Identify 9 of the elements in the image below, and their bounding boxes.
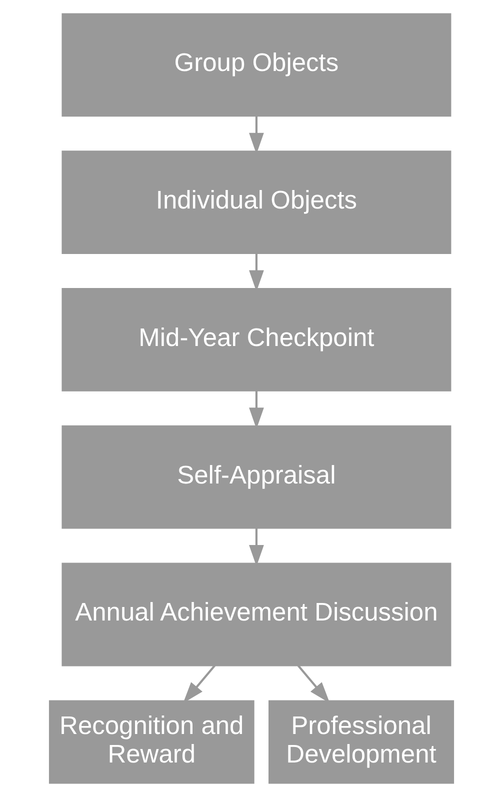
node-box: Professional Development [268, 700, 454, 784]
arrow [296, 664, 330, 704]
node-box: Group Objects [61, 13, 451, 117]
node-box: Annual Achievement Discussion [61, 562, 451, 666]
node-box: Individual Objects [61, 150, 451, 254]
node-box: Recognition and Reward [48, 700, 254, 784]
node-box: Self-Appraisal [61, 425, 451, 529]
node-box: Mid-Year Checkpoint [61, 288, 451, 392]
arrow [182, 664, 216, 704]
